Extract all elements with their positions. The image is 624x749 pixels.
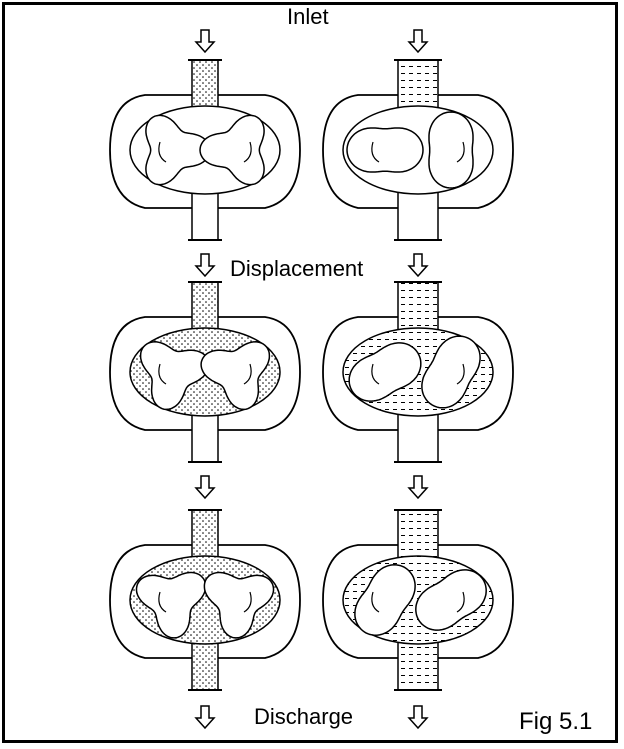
down-arrow-icon bbox=[407, 705, 429, 730]
pump-cross-section bbox=[322, 509, 514, 691]
down-arrow-icon bbox=[194, 705, 216, 730]
pump-cross-section bbox=[322, 59, 514, 241]
pump-cross-section bbox=[109, 281, 301, 463]
pump-cross-section bbox=[322, 281, 514, 463]
discharge-label: Discharge bbox=[254, 704, 354, 729]
down-arrow-icon bbox=[407, 29, 429, 54]
pump-cross-section bbox=[109, 509, 301, 691]
down-arrow-icon bbox=[407, 253, 429, 278]
displacement-label: Displacement bbox=[230, 256, 364, 281]
down-arrow-icon bbox=[194, 29, 216, 54]
down-arrow-icon bbox=[194, 475, 216, 500]
down-arrow-icon bbox=[194, 253, 216, 278]
inlet-label: Inlet bbox=[287, 4, 329, 29]
figure-frame bbox=[2, 2, 618, 743]
down-arrow-icon bbox=[407, 475, 429, 500]
pump-cross-section bbox=[109, 59, 301, 241]
figure-caption: Fig 5.1 bbox=[519, 708, 593, 735]
